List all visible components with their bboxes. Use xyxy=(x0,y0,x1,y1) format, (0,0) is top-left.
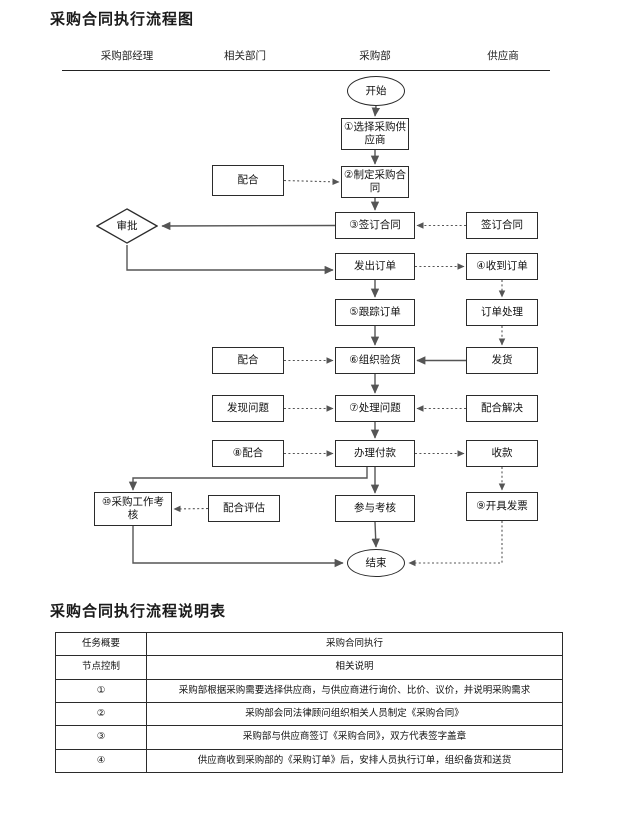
page-title-spec-table: 采购合同执行流程说明表 xyxy=(50,602,227,620)
flow-node-findIssue[interactable]: 发现问题 xyxy=(212,395,284,422)
table-cell-value: 采购部与供应商签订《采购合同》，双方代表签字盖章 xyxy=(146,725,563,750)
flow-node-cooperate2[interactable]: 配合 xyxy=(212,347,284,374)
table-cell-value: 采购部会同法律顾问组织相关人员制定《采购合同》 xyxy=(146,702,563,727)
connector-payment-to-n10 xyxy=(128,467,368,491)
flow-node-receipt[interactable]: 收款 xyxy=(466,440,538,467)
table-cell-key: ③ xyxy=(55,725,147,750)
flow-node-label: ⑨开具发票 xyxy=(476,500,528,513)
flow-node-n1[interactable]: ①选择采购供应商 xyxy=(341,118,409,150)
flow-node-label: 发现问题 xyxy=(227,402,269,415)
flow-node-n8[interactable]: ⑧配合 xyxy=(212,440,284,467)
flow-node-n4[interactable]: ④收到订单 xyxy=(466,253,538,280)
connector-n9-to-end xyxy=(408,521,503,567)
flow-node-payment[interactable]: 办理付款 xyxy=(335,440,415,467)
flow-node-label: 发货 xyxy=(491,354,513,367)
connector-approve-to-issueOrder xyxy=(126,245,334,275)
swimlane-divider xyxy=(62,70,550,71)
terminator-shape: 开始 xyxy=(347,76,405,106)
connector-cooperate1-to-n2 xyxy=(283,178,340,186)
flow-node-n3[interactable]: ③签订合同 xyxy=(335,212,415,239)
table-cell-value: 相关说明 xyxy=(146,655,563,680)
flow-node-issueOrder[interactable]: 发出订单 xyxy=(335,253,415,280)
flow-node-label: 配合 xyxy=(237,354,259,367)
table-row: 任务概要采购合同执行 xyxy=(55,631,563,657)
lane-label-related: 相关部门 xyxy=(224,50,266,62)
flow-node-label: 收款 xyxy=(491,447,513,460)
connector-n10-to-end xyxy=(132,526,344,568)
flow-node-label: ⑤跟踪订单 xyxy=(349,306,401,319)
flow-node-approve[interactable]: 审批 xyxy=(94,207,160,245)
connector-n3-to-approve xyxy=(161,221,336,231)
connector-joinCheck-to-end xyxy=(371,521,380,548)
connector-evaluate-to-n10 xyxy=(173,505,209,513)
flow-node-label: 配合解决 xyxy=(481,402,523,415)
flow-node-label: ④收到订单 xyxy=(476,260,528,273)
table-cell-key: 节点控制 xyxy=(55,655,147,680)
page-title-flowchart: 采购合同执行流程图 xyxy=(50,10,195,28)
flow-node-orderProcess[interactable]: 订单处理 xyxy=(466,299,538,326)
flow-node-label: 审批 xyxy=(116,219,138,232)
lane-label-supplier: 供应商 xyxy=(487,50,519,62)
lane-label-manager: 采购部经理 xyxy=(100,50,154,62)
flow-node-label: 配合 xyxy=(237,174,259,187)
flow-node-signContract[interactable]: 签订合同 xyxy=(466,212,538,239)
flow-node-label: ⑧配合 xyxy=(232,447,264,460)
connector-start-to-n1 xyxy=(371,105,381,117)
flow-node-solveTgt[interactable]: 配合解决 xyxy=(466,395,538,422)
lane-label-purchase: 采购部 xyxy=(359,50,391,62)
flow-node-label: 签订合同 xyxy=(481,219,523,232)
decision-shape: 审批 xyxy=(96,208,158,244)
flow-node-label: 结束 xyxy=(365,556,387,569)
flow-node-label: ⑦处理问题 xyxy=(349,402,401,415)
flow-node-n7[interactable]: ⑦处理问题 xyxy=(335,395,415,422)
flow-node-label: 开始 xyxy=(365,84,387,97)
swimlane-header: 采购部经理 相关部门 采购部 供应商 xyxy=(55,48,565,70)
table-cell-key: 任务概要 xyxy=(55,631,147,657)
flow-node-label: ⑥组织验货 xyxy=(349,354,401,367)
flow-node-n10[interactable]: ⑩采购工作考核 xyxy=(94,492,172,526)
flow-node-label: ①选择采购供应商 xyxy=(344,121,406,146)
flow-node-label: 配合评估 xyxy=(223,502,265,515)
table-cell-value: 采购合同执行 xyxy=(146,631,563,657)
flow-node-evaluate[interactable]: 配合评估 xyxy=(208,495,280,522)
flow-node-deliver[interactable]: 发货 xyxy=(466,347,538,374)
flow-node-label: 参与考核 xyxy=(354,502,396,515)
table-row: 节点控制相关说明 xyxy=(55,655,563,680)
flow-node-joinCheck[interactable]: 参与考核 xyxy=(335,495,415,522)
terminator-shape: 结束 xyxy=(347,549,405,577)
table-cell-value: 采购部根据采购需要选择供应商，与供应商进行询价、比价、议价，并说明采购需求 xyxy=(146,678,563,704)
flow-node-n9[interactable]: ⑨开具发票 xyxy=(466,492,538,521)
flow-node-n5[interactable]: ⑤跟踪订单 xyxy=(335,299,415,326)
flow-node-label: 发出订单 xyxy=(354,260,396,273)
flow-node-n2[interactable]: ②制定采购合同 xyxy=(341,166,409,198)
flow-node-label: 办理付款 xyxy=(354,447,396,460)
table-cell-key: ④ xyxy=(55,748,147,774)
flow-node-label: ③签订合同 xyxy=(349,219,401,232)
flow-node-cooperate1[interactable]: 配合 xyxy=(212,165,284,196)
table-cell-key: ① xyxy=(55,678,147,704)
table-cell-value: 供应商收到采购部的《采购订单》后，安排人员执行订单，组织备货和送货 xyxy=(146,748,563,774)
flow-node-label: 订单处理 xyxy=(481,306,523,319)
flow-node-start[interactable]: 开始 xyxy=(345,76,407,106)
flow-node-label: ②制定采购合同 xyxy=(344,169,406,194)
flowchart-connector-layer xyxy=(126,105,506,568)
flow-node-n6[interactable]: ⑥组织验货 xyxy=(335,347,415,374)
table-cell-key: ② xyxy=(55,702,147,727)
flow-node-end[interactable]: 结束 xyxy=(345,549,407,577)
flow-node-label: ⑩采购工作考核 xyxy=(102,496,164,521)
